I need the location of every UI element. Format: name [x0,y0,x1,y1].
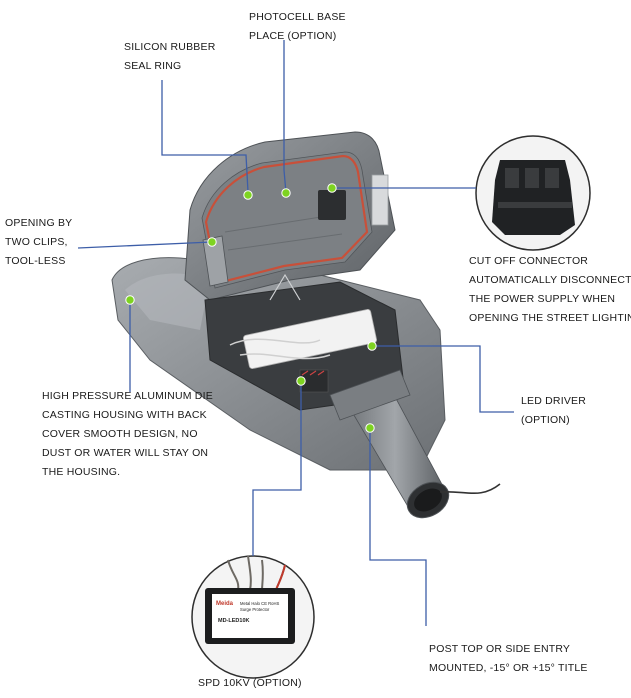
callout-photocell: PHOTOCELL BASE PLACE (OPTION) [249,8,346,46]
callout-mounting-line: POST TOP OR SIDE ENTRY [429,643,571,655]
marker-seal-ring [243,190,253,200]
markers [125,183,377,433]
leader-lines [77,40,514,626]
callout-opening-line: TOOL-LESS [5,255,66,267]
callout-spd: SPD 10KV (OPTION) [198,674,302,693]
spd-line1: Metal Halo CE RoHS [240,601,280,606]
callout-driver-line: LED DRIVER [521,395,587,407]
electronics-compartment [204,273,406,411]
callout-spd-line: SPD 10KV (OPTION) [198,677,302,689]
marker-driver [367,341,377,351]
marker-photocell [281,188,291,198]
marker-cutoff [327,183,337,193]
callout-opening-line: OPENING BY [5,217,73,229]
spd-model: MD-LED10K [218,618,250,624]
callout-housing-line: THE HOUSING. [42,466,121,478]
led-driver-body [243,309,377,369]
callout-mounting: POST TOP OR SIDE ENTRY MOUNTED, -15° OR … [429,640,588,678]
mounting-spigot [329,369,501,519]
callout-seal-ring-line: SILICON RUBBER [124,41,216,53]
callout-mounting-line: MOUNTED, -15° OR +15° TITLE [429,662,588,674]
callout-seal-ring-line: SEAL RING [124,60,182,72]
callout-driver: LED DRIVER (OPTION) [521,392,586,430]
marker-mounting [365,423,375,433]
callout-driver-line: (OPTION) [521,414,570,426]
callout-housing-line: COVER SMOOTH DESIGN, NO [42,428,198,440]
callout-housing-line: DUST OR WATER WILL STAY ON [42,447,209,459]
spd-inset: Meida Metal Halo CE RoHS Surge Protector… [191,555,315,679]
callout-photocell-line: PHOTOCELL BASE [249,11,346,23]
leader-mounting [369,428,427,626]
callout-seal-ring: SILICON RUBBER SEAL RING [124,38,216,76]
cutoff-connector-inset [475,135,591,251]
callout-housing: HIGH PRESSURE ALUMINUM DIE CASTING HOUSI… [42,387,213,482]
callout-cutoff-line: OPENING THE STREET LIGHTING [469,312,631,324]
callout-housing-line: HIGH PRESSURE ALUMINUM DIE [42,390,213,402]
marker-housing [125,295,135,305]
marker-opening [207,237,217,247]
callout-cutoff-line: THE POWER SUPPLY WHEN [469,293,616,305]
callout-cutoff-line: AUTOMATICALLY DISCONNECT [469,274,631,286]
leader-seal-ring [161,80,249,193]
callout-opening-line: TWO CLIPS, [5,236,68,248]
callout-housing-line: CASTING HOUSING WITH BACK [42,409,207,421]
leader-driver [372,345,514,413]
leader-opening [77,241,213,249]
leader-photocell [283,40,287,194]
callout-opening: OPENING BY TWO CLIPS, TOOL-LESS [5,214,72,271]
callout-cutoff-line: CUT OFF CONNECTOR [469,255,589,267]
callout-photocell-line: PLACE (OPTION) [249,30,337,42]
spd-brand: Meida [216,601,234,607]
cover-clip [202,235,229,287]
leader-spd [252,381,302,556]
callout-cutoff: CUT OFF CONNECTOR AUTOMATICALLY DISCONNE… [469,252,631,328]
silicon-seal-ring [204,154,369,285]
spd-line2: Surge Protector [240,607,270,612]
marker-spd [296,376,306,386]
